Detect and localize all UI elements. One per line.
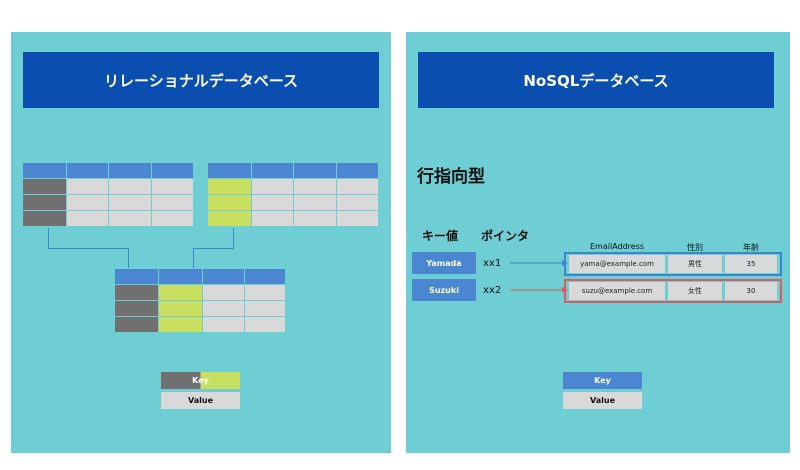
nosql-title: NoSQLデータベース: [418, 52, 774, 108]
rdb-table-a: [22, 162, 195, 227]
rdb-value-label: Value: [187, 396, 213, 405]
pointer-column-heading: ポインタ: [481, 229, 530, 243]
row1-email: yama@example.com: [569, 255, 665, 273]
row2-email: suzu@example.com: [569, 282, 665, 300]
connector-b-horizontal: [193, 248, 234, 249]
row2-frame: [564, 279, 782, 303]
rdb-panel: リレーショナルデータベース Key Value: [11, 32, 391, 453]
rdb-table-b: [207, 162, 380, 227]
row1-gender: 男性: [668, 255, 722, 273]
nosql-key-legend: Key: [563, 372, 642, 389]
rdb-value-legend: Value: [161, 392, 240, 409]
gender-column-heading: 性別: [687, 243, 703, 252]
nosql-key-label: Key: [594, 376, 611, 385]
nosql-subtitle: 行指向型: [417, 167, 485, 187]
email-column-heading: EmailAddress: [590, 242, 645, 251]
age-column-heading: 年齢: [743, 243, 759, 252]
arrow-row2: [510, 287, 568, 293]
key-yamada: Yamada: [412, 252, 476, 274]
connector-a-horizontal: [48, 248, 128, 249]
nosql-panel: NoSQLデータベース 行指向型 キー値 ポインタ EmailAddress 性…: [406, 32, 790, 453]
nosql-value-legend: Value: [563, 392, 642, 409]
rdb-key-legend: Key: [161, 372, 240, 389]
rdb-key-label: Key: [192, 376, 209, 385]
rdb-title: リレーショナルデータベース: [23, 52, 379, 108]
row1-age: 35: [725, 255, 777, 273]
row1-frame: [564, 252, 782, 276]
key-suzuki: Suzuki: [412, 279, 476, 301]
row2-age: 30: [725, 282, 777, 300]
row2-gender: 女性: [668, 282, 722, 300]
connector-b-drop: [193, 248, 194, 268]
arrow-row1: [510, 260, 568, 266]
key-column-heading: キー値: [422, 229, 459, 243]
rdb-table-joined: [114, 268, 286, 333]
nosql-value-label: Value: [589, 396, 615, 405]
connector-b-vertical: [233, 228, 234, 248]
pointer-xx2: xx2: [483, 285, 502, 296]
connector-a-drop: [128, 248, 129, 268]
pointer-xx1: xx1: [483, 258, 502, 269]
connector-a-vertical: [48, 228, 49, 248]
